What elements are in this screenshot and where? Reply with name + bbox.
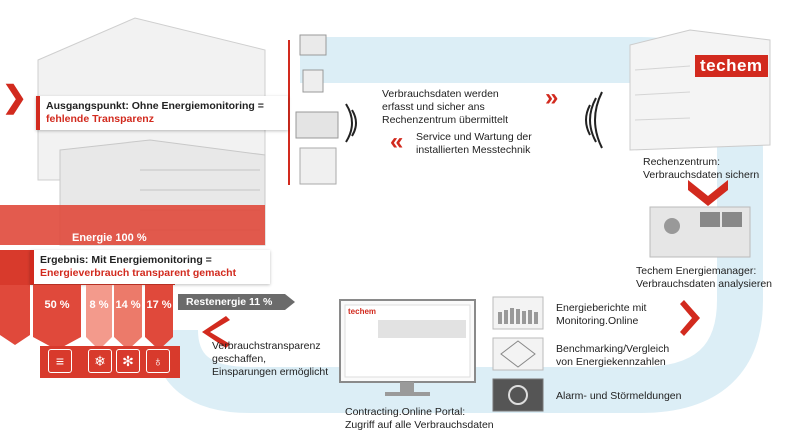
rest-energy-arrow	[178, 294, 295, 310]
return-chevron-right	[680, 300, 700, 336]
lightbulb-icon: ♁	[146, 349, 170, 373]
share-bar-cooling: 8 %	[86, 285, 112, 337]
share-label-lighting: 17 %	[146, 299, 172, 311]
portal-line1: Contracting.Online Portal:	[345, 406, 466, 418]
snowflake-icon: ❄	[88, 349, 112, 373]
data-capture-text: Verbrauchsdaten werden erfasst und siche…	[382, 88, 542, 127]
energy-manager-text: Techem Energiemanager: Verbrauchsdaten a…	[636, 265, 796, 291]
benchmarking-line1: Benchmarking/Vergleich	[556, 343, 670, 355]
data-capture-line2: erfasst und sicher ans	[382, 101, 485, 113]
start-box-line2: fehlende Transparenz	[46, 113, 154, 125]
meter-device-2	[302, 69, 324, 93]
transparency-text: Verbrauchstransparenz geschaffen, Einspa…	[212, 340, 352, 379]
reports-line2: Monitoring.Online	[556, 315, 639, 327]
share-label-ventilation: 14 %	[115, 299, 141, 311]
result-box-line2: Energieverbrauch transparent gemacht	[40, 267, 237, 279]
meter-device-4	[299, 147, 337, 185]
meter-device-3	[295, 111, 339, 139]
down-arrow	[688, 180, 728, 206]
share-label-heating: 50 %	[44, 299, 70, 311]
benchmarking-line2: von Energiekennzahlen	[556, 356, 666, 368]
benchmarking-text: Benchmarking/Vergleich von Energiekennza…	[556, 343, 676, 369]
start-box: Ausgangspunkt: Ohne Energiemonitoring = …	[36, 96, 288, 130]
share-bar-heating: 50 %	[33, 285, 81, 337]
start-box-line1: Ausgangspunkt: Ohne Energiemonitoring =	[46, 100, 264, 112]
energy-band	[0, 205, 265, 245]
datacenter-building	[629, 29, 771, 151]
share-bar-ventilation: 14 %	[114, 285, 142, 337]
alarms-text: Alarm- und Störmeldungen	[556, 390, 682, 402]
datacenter-line2: Verbrauchsdaten sichern	[643, 169, 760, 181]
reports-text: Energieberichte mit Monitoring.Online	[556, 302, 676, 328]
reports-line1: Energieberichte mit	[556, 302, 647, 314]
share-pointers	[33, 337, 173, 350]
portal-line2: Zugriff auf alle Verbrauchsdaten	[345, 419, 494, 431]
portal-brand: techem	[348, 307, 377, 316]
service-line1: Service und Wartung der	[416, 131, 532, 143]
data-capture-line1: Verbrauchsdaten werden	[382, 88, 499, 100]
result-box: Ergebnis: Mit Energiemonitoring = Energi…	[30, 250, 270, 284]
datacenter-line1: Rechenzentrum:	[643, 156, 721, 168]
brand-logo: techem	[695, 55, 768, 77]
share-label-cooling: 8 %	[89, 299, 109, 311]
transparency-line3: Einsparungen ermöglicht	[212, 366, 329, 378]
service-text: Service und Wartung der installierten Me…	[416, 131, 576, 157]
data-capture-line3: Rechenzentrum übermittelt	[382, 114, 509, 126]
service-line2: installierten Messtechnik	[416, 144, 531, 156]
alarm-thumb	[492, 378, 544, 412]
energy-total: Energie 100 %	[72, 232, 147, 244]
data-capture-chevron-icon: »	[545, 84, 559, 111]
energy-manager-line2: Verbrauchsdaten analysieren	[636, 278, 773, 290]
datacenter-text: Rechenzentrum: Verbrauchsdaten sichern	[643, 156, 793, 182]
energy-manager-line1: Techem Energiemanager:	[636, 265, 757, 277]
result-box-line1: Ergebnis: Mit Energiemonitoring =	[40, 254, 212, 266]
portal-text: Contracting.Online Portal: Zugriff auf a…	[345, 406, 545, 432]
service-chevron-icon: «	[390, 128, 404, 155]
transparency-line1: Verbrauchstransparenz	[212, 340, 321, 352]
return-chevron-left	[202, 316, 230, 348]
transparency-line2: geschaffen,	[212, 353, 267, 365]
rest-energy-label: Restenergie 11 %	[186, 296, 273, 308]
meter-device-1	[299, 34, 327, 56]
entry-chevron-icon: ❯	[2, 81, 28, 114]
share-bar-lighting: 17 %	[145, 285, 173, 337]
fan-icon: ✻	[116, 349, 140, 373]
radiator-icon: ≡	[48, 349, 72, 373]
